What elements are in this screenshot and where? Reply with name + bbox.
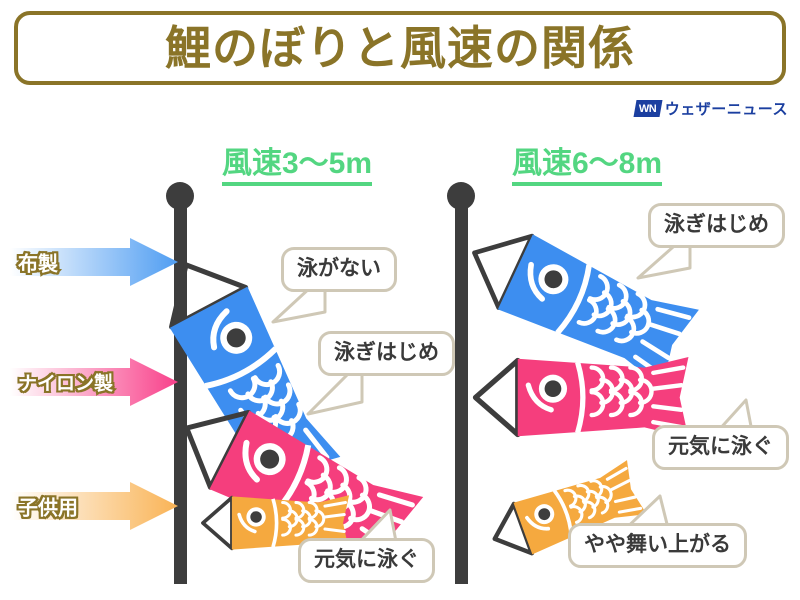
bubble-nylon-wind-3-5: 泳ぎはじめ: [318, 331, 455, 377]
row-label-kids: 子供用: [10, 482, 180, 530]
bubble-kids-wind-3-5: 元気に泳ぐ: [298, 538, 435, 584]
page-title: 鯉のぼりと風速の関係: [165, 22, 635, 74]
brand-logo: WN ウェザーニュース: [633, 98, 788, 119]
row-label-cloth: 布製: [10, 238, 180, 286]
row-label-text-nylon: ナイロン製: [16, 372, 115, 397]
row-label-text-cloth: 布製: [16, 252, 60, 278]
flag-pole-right: [455, 200, 468, 584]
koinobori-pink-icon-2: [472, 357, 689, 438]
wn-logo-icon: WN: [633, 100, 663, 117]
arrow-icon-nylon: [10, 358, 178, 406]
wn-logo-text: WN: [639, 102, 657, 115]
carp-cloth-wind-6-8: [450, 210, 704, 397]
bubble-cloth-wind-3-5: 泳がない: [281, 247, 397, 293]
bubble-nylon-wind-6-8: 元気に泳ぐ: [652, 425, 789, 471]
arrow-icon-kids: [10, 482, 178, 530]
title-box: 鯉のぼりと風速の関係: [14, 11, 786, 85]
row-label-nylon: ナイロン製: [10, 358, 180, 406]
koinobori-orange-icon: [201, 495, 350, 551]
column-heading-wind-6-8: 風速6〜8m: [512, 148, 663, 186]
koinobori-blue-icon-2: [472, 233, 699, 389]
column-heading-wind-3-5: 風速3〜5m: [222, 148, 373, 186]
bubble-kids-wind-6-8: やや舞い上がる: [568, 523, 747, 569]
row-label-text-kids: 子供用: [16, 496, 80, 522]
arrow-icon-cloth: [10, 238, 178, 286]
brand-name: ウェザーニュース: [664, 101, 788, 118]
carp-nylon-wind-6-8: [472, 355, 692, 445]
bubble-cloth-wind-6-8: 泳ぎはじめ: [648, 203, 785, 249]
carp-kids-wind-3-5: [196, 494, 356, 557]
